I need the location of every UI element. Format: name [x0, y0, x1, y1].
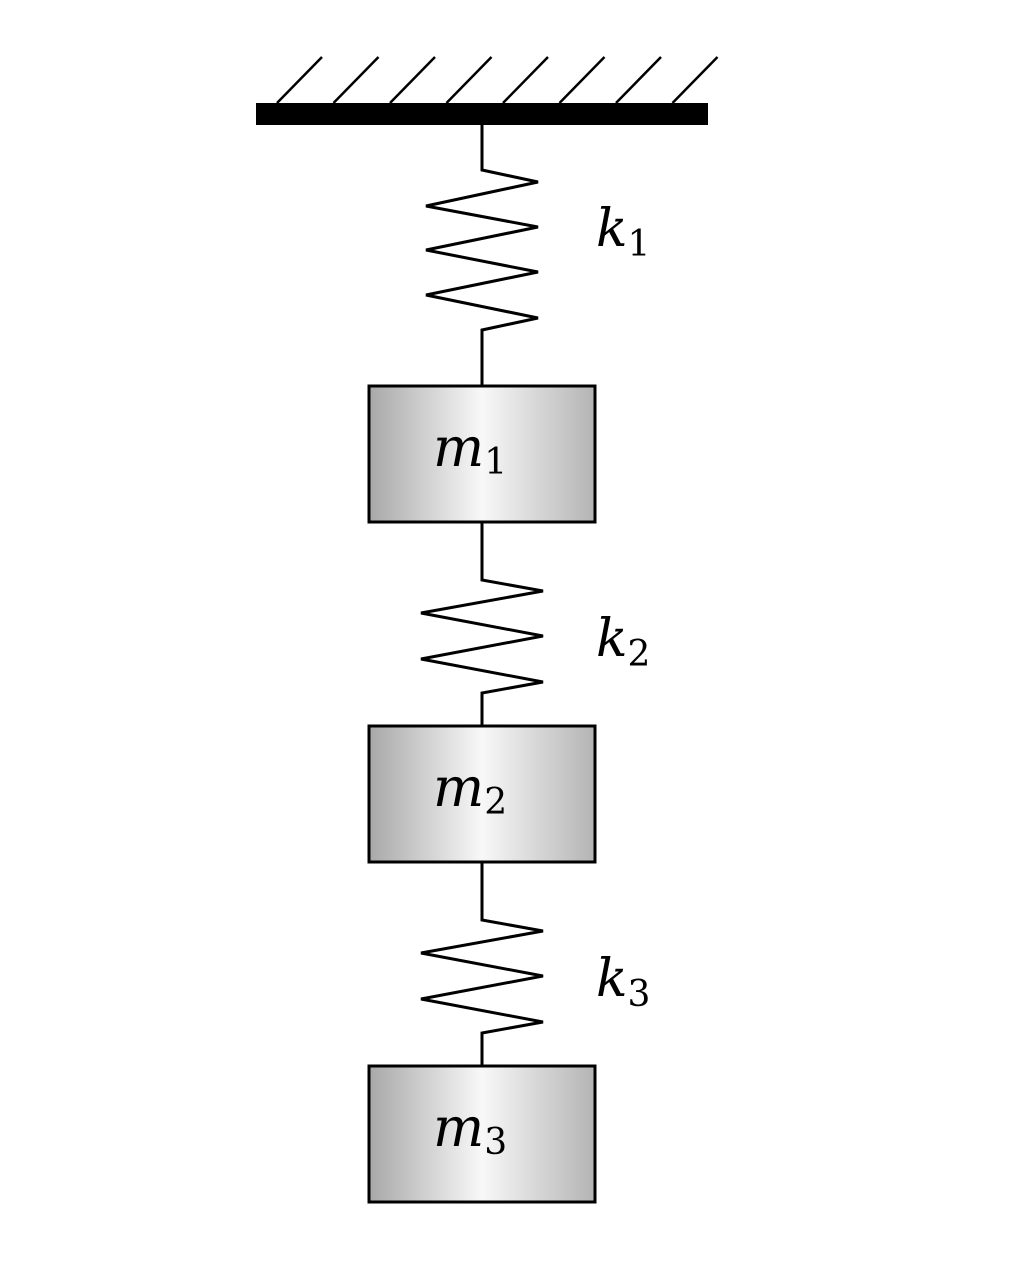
fixed-support — [256, 56, 719, 125]
mass-m1-block — [367, 384, 597, 524]
spring-k3: k3 — [420, 862, 650, 1066]
spring-k3-label: k3 — [596, 949, 650, 1015]
spring-k2-label: k2 — [596, 609, 650, 675]
mass-m1: m1 — [367, 384, 597, 524]
mass-m2-block — [367, 724, 597, 864]
hatch-line — [615, 56, 662, 104]
mass-m2: m2 — [367, 724, 597, 864]
ceiling-bar — [256, 103, 708, 125]
hatch-line — [558, 56, 606, 104]
spring-k3-coil — [420, 862, 544, 1066]
mass-m2-label: m2 — [433, 756, 507, 823]
hatch-line — [389, 56, 436, 104]
hatch-line — [502, 56, 549, 104]
spring-k1: k1 — [425, 125, 650, 386]
spring-k2-coil — [420, 522, 544, 726]
ceiling-hatching — [276, 56, 719, 104]
mass-m1-label: m1 — [433, 416, 507, 483]
hatch-line — [445, 56, 493, 104]
spring-k1-label: k1 — [596, 199, 650, 265]
spring-k1-coil — [425, 125, 539, 386]
mass-m3-block — [367, 1064, 597, 1204]
hatch-line — [332, 56, 380, 104]
hatch-line — [276, 56, 323, 104]
hatch-line — [671, 56, 719, 104]
mass-m3-label: m3 — [433, 1096, 507, 1163]
mass-m3: m3 — [367, 1064, 597, 1204]
spring-k2: k2 — [420, 522, 650, 726]
